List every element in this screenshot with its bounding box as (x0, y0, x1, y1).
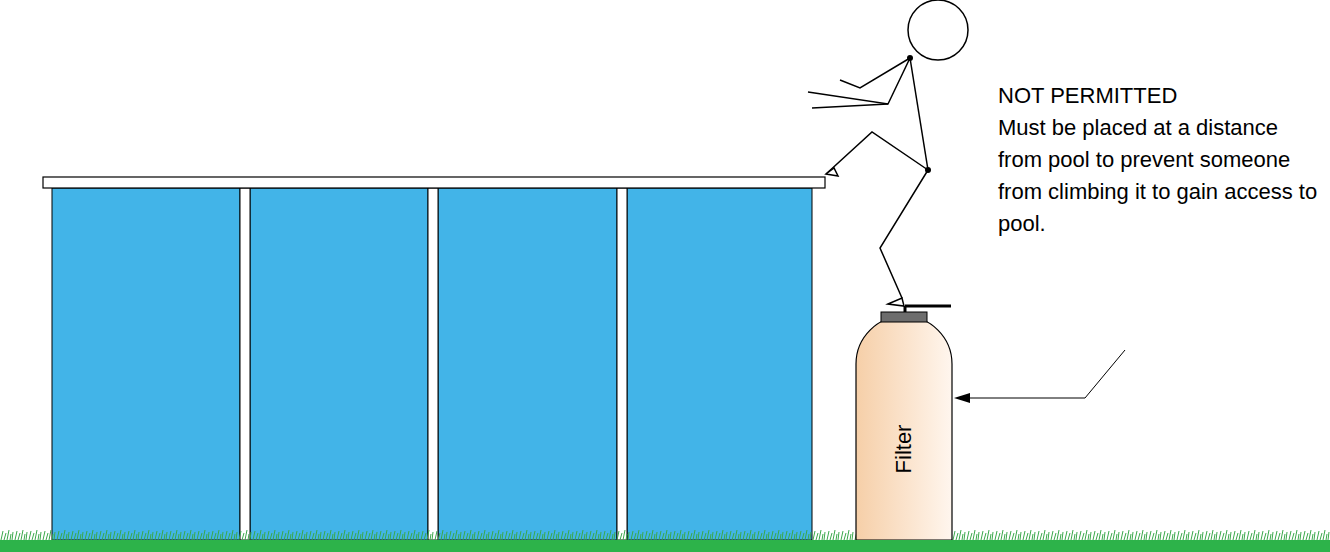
grass-blades (0, 528, 1330, 540)
joint (925, 167, 931, 173)
pool-wall (43, 177, 825, 540)
leader-arrowhead (954, 393, 970, 403)
filter-tank: Filter (855, 300, 953, 540)
climbing-person (808, 0, 968, 306)
warning-note: Must be placed at a distance from pool t… (998, 112, 1328, 240)
filter-outline (855, 300, 953, 540)
leader-line (962, 350, 1125, 398)
joint (907, 55, 913, 61)
ground (0, 540, 1330, 552)
node-label: Filter (891, 424, 917, 473)
warning-heading: NOT PERMITTED (998, 80, 1328, 112)
